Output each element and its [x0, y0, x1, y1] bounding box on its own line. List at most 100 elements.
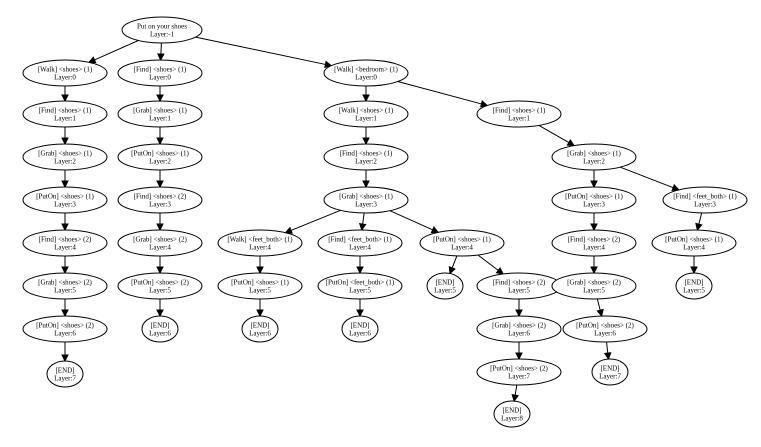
arrowhead-icon: [515, 309, 523, 318]
node-ellipse: [419, 229, 505, 257]
arrowhead-icon: [61, 180, 69, 189]
edge-c5d-c6d: [515, 299, 523, 318]
node-layer-label: Layer:6: [54, 330, 76, 338]
arrowhead-icon: [362, 94, 370, 103]
node-layer-label: Layer:5: [434, 287, 456, 295]
node-action-label: [Find] <shoes> (1): [340, 150, 393, 158]
node-action-label: [PutOn] <shoes> (2): [576, 322, 634, 330]
arrowhead-icon: [157, 53, 165, 62]
node-layer-label: Layer:0: [149, 74, 171, 82]
node-action-label: [END]: [350, 322, 369, 330]
edge-line: [94, 40, 139, 61]
arrowhead-icon: [590, 266, 598, 275]
edge-d6a-d7a: [603, 341, 612, 361]
node-ellipse: [22, 229, 108, 257]
node-ellipse: [141, 315, 179, 343]
node-ellipse: [117, 272, 203, 300]
node-layer-label: Layer:-1: [150, 31, 175, 39]
node-layer-label: Layer:4: [249, 244, 271, 252]
arrowhead-icon: [61, 94, 69, 103]
node-layer-label: Layer:3: [583, 201, 605, 209]
arrowhead-icon: [358, 223, 367, 232]
node-action-label: [Walk] <shoes> (1): [38, 66, 93, 74]
edge-a2-a3: [61, 170, 69, 189]
tree-node-d5b: [END]Layer:5: [675, 272, 713, 300]
node-ellipse: [241, 315, 279, 343]
node-ellipse: [551, 186, 637, 214]
node-action-label: [Walk] <shoes> (1): [339, 107, 394, 115]
node-layer-label: Layer:4: [54, 244, 76, 252]
edge-root-a0: [88, 40, 139, 64]
arrowhead-icon: [156, 223, 164, 232]
edge-d5a-d6a: [596, 298, 604, 318]
node-layer-label: Layer:2: [54, 158, 76, 166]
edge-a4-a5: [61, 256, 69, 275]
node-layer-label: Layer:1: [149, 115, 171, 123]
tree-node-c2: [Find] <shoes> (1)Layer:2: [323, 143, 409, 171]
edge-d2-d3a: [590, 170, 598, 189]
edge-line: [596, 298, 601, 311]
edge-a1-a2: [61, 127, 69, 146]
node-ellipse: [217, 272, 303, 300]
tree-node-d2: [Grab] <shoes> (1)Layer:2: [551, 143, 637, 171]
node-ellipse: [591, 358, 629, 386]
tree-node-b5: [PutOn] <shoes> (2)Layer:5: [117, 272, 203, 300]
tree-node-c7d: [PutOn] <shoes> (2)Layer:7: [476, 358, 562, 386]
tree-node-c6a: [END]Layer:6: [241, 315, 279, 343]
edge-d4b-d5b: [690, 256, 698, 275]
edge-line: [477, 254, 499, 271]
edge-c5b-c6b: [356, 299, 364, 318]
node-layer-label: Layer:5: [349, 287, 371, 295]
edge-line: [606, 341, 609, 354]
node-layer-label: Layer:2: [583, 158, 605, 166]
node-layer-label: Layer:6: [349, 330, 371, 338]
node-layer-label: Layer:4: [451, 244, 473, 252]
arrowhead-icon: [495, 267, 504, 275]
node-layer-label: Layer:4: [149, 244, 171, 252]
node-ellipse: [317, 272, 403, 300]
node-action-label: [END]: [684, 279, 703, 287]
arrowhead-icon: [156, 180, 164, 189]
node-action-label: [PutOn] <shoes> (1): [231, 279, 289, 287]
node-action-label: [END]: [55, 367, 74, 375]
arrowhead-icon: [362, 137, 370, 146]
node-layer-label: Layer:5: [249, 287, 271, 295]
tree-node-d4b: [PutOn] <shoes> (1)Layer:4: [651, 229, 737, 257]
arrowhead-icon: [156, 94, 164, 103]
tree-node-c8d: [END]Layer:8: [493, 400, 531, 428]
edge-b0-b1: [156, 86, 164, 103]
tree-node-b0: [Find] <shoes> (1)Layer:0: [117, 59, 203, 87]
node-layer-label: Layer:4: [349, 244, 371, 252]
node-layer-label: Layer:5: [683, 287, 705, 295]
edge-line: [538, 125, 570, 144]
edge-line: [362, 212, 365, 225]
node-ellipse: [217, 229, 303, 257]
edge-c4b-c5b: [356, 256, 364, 275]
arrowhead-icon: [590, 223, 598, 232]
tree-node-c5a: [PutOn] <shoes> (1)Layer:5: [217, 272, 303, 300]
tree-node-d6a: [PutOn] <shoes> (2)Layer:6: [562, 315, 648, 343]
arrowhead-icon: [356, 266, 364, 275]
arrowhead-icon: [690, 266, 698, 275]
node-layer-label: Layer:4: [583, 244, 605, 252]
tree-node-d7a: [END]Layer:7: [591, 358, 629, 386]
arrowhead-icon: [61, 266, 69, 275]
node-action-label: [PutOn] <shoes> (1): [433, 236, 491, 244]
edge-c1-c2: [362, 127, 370, 146]
arrowhead-icon: [88, 56, 97, 64]
node-layer-label: Layer:4: [683, 244, 705, 252]
node-ellipse: [323, 186, 409, 214]
tree-node-d3b: [Find] <feet_both> (1)Layer:3: [662, 186, 748, 214]
node-action-label: [PutOn] <shoes> (2): [36, 322, 94, 330]
node-ellipse: [22, 315, 108, 343]
arrowhead-icon: [156, 137, 164, 146]
node-layer-label: Layer:3: [149, 201, 171, 209]
node-ellipse: [662, 186, 748, 214]
tree-node-a1: [Find] <shoes> (1)Layer:1: [22, 100, 108, 128]
node-action-label: [Grab] <shoes> (1): [133, 107, 187, 115]
edge-a5-a6: [61, 299, 69, 318]
node-action-label: [Grab] <shoes> (2): [133, 236, 187, 244]
tree-node-c5b: [PutOn] <feet_both> (1)Layer:5: [317, 272, 403, 300]
node-action-label: [Grab] <shoes> (2): [38, 279, 92, 287]
